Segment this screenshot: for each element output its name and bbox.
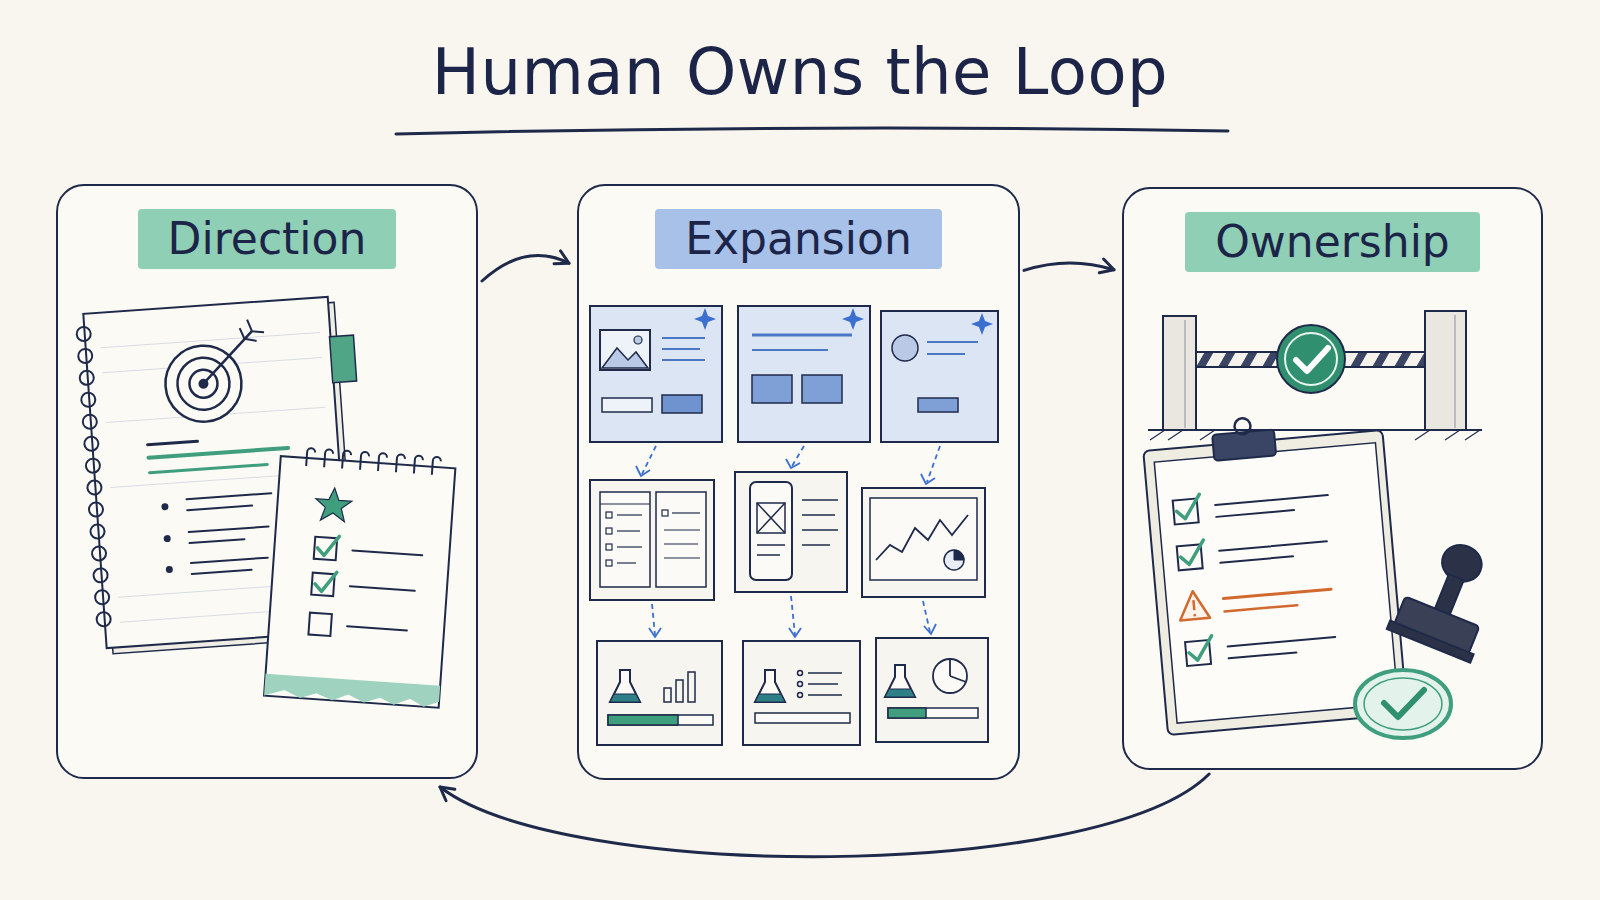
stage-panel: Ownership (1122, 187, 1543, 770)
experiment-cards (597, 638, 988, 745)
panel-heading: Ownership (1185, 212, 1480, 272)
panel-heading: Direction (138, 209, 397, 269)
diagram-title: Human Owns the Loop (0, 34, 1600, 111)
dashed-flow-arrows (636, 446, 940, 637)
stage-panel: Direction (56, 184, 478, 779)
flow-arrow (1024, 259, 1114, 273)
stage-panel: Expansion (577, 184, 1020, 780)
prototype-cards (590, 472, 985, 600)
flow-arrow (440, 774, 1209, 857)
approval-gate (1148, 311, 1482, 440)
notepad-illustration (264, 446, 456, 708)
panel-heading: Expansion (655, 209, 942, 269)
approval-stamp (1387, 530, 1511, 663)
title-underline (396, 128, 1228, 134)
draft-cards (590, 306, 998, 442)
checklist-clipboard (1141, 406, 1407, 735)
flow-arrow (482, 251, 569, 281)
target-icon (161, 318, 270, 424)
stamp-mark (1355, 670, 1451, 738)
notebook-illustration (75, 295, 374, 654)
